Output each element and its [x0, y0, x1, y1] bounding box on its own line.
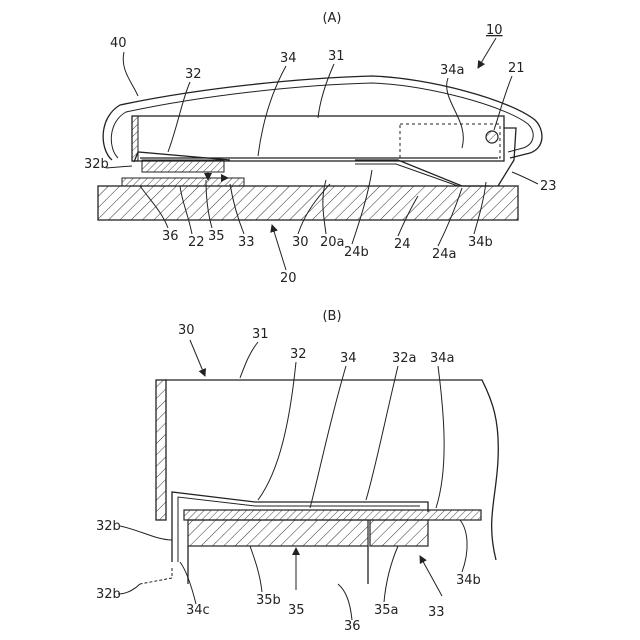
- lever-24b: [355, 164, 458, 186]
- label-a-10: 10: [486, 23, 503, 38]
- dashed-region: [400, 124, 500, 158]
- label-b-32: 32: [290, 347, 307, 362]
- label-b-32b-2: 32b: [96, 587, 121, 602]
- label-b-31: 31: [252, 327, 269, 342]
- label-a-32b: 32b: [84, 157, 109, 172]
- housing-31-b-wall: [156, 380, 166, 520]
- shaft-21: [486, 131, 498, 143]
- housing-31: [132, 116, 504, 161]
- component-35: [142, 160, 224, 172]
- label-a-20a: 20a: [320, 235, 345, 250]
- label-a-35: 35: [208, 229, 225, 244]
- label-b-36: 36: [344, 619, 361, 634]
- label-a-40: 40: [110, 36, 127, 51]
- label-a-23: 23: [540, 179, 557, 194]
- label-a-22: 22: [188, 235, 205, 250]
- label-a-34: 34: [280, 51, 297, 66]
- label-a-24: 24: [394, 237, 411, 252]
- element-36: [188, 546, 368, 584]
- label-b-34c: 34c: [186, 603, 210, 618]
- label-a-30: 30: [292, 235, 309, 250]
- label-a-24a: 24a: [432, 247, 457, 262]
- label-b-35a: 35a: [374, 603, 399, 618]
- label-b-32b-1: 32b: [96, 519, 121, 534]
- figure-b-caption: (B): [322, 309, 341, 324]
- label-a-21: 21: [508, 61, 525, 76]
- board-34-b: [184, 510, 481, 520]
- spring-32b-alt: [140, 568, 172, 584]
- label-a-34a: 34a: [440, 63, 465, 78]
- label-a-34b: 34b: [468, 235, 493, 250]
- label-b-35: 35: [288, 603, 305, 618]
- label-b-34b: 34b: [456, 573, 481, 588]
- label-a-32: 32: [185, 67, 202, 82]
- figure-a-caption: (A): [322, 11, 341, 26]
- cover-40: [103, 76, 542, 160]
- figure-b: (B) 30 31 32 34 32a 34a 32b 32b 34c 35b …: [96, 309, 498, 634]
- label-b-32a: 32a: [392, 351, 417, 366]
- label-b-30: 30: [178, 323, 195, 338]
- label-a-24b: 24b: [344, 245, 369, 260]
- component-35a: [370, 520, 428, 546]
- arrow-33-b: [420, 556, 442, 596]
- label-b-35b: 35b: [256, 593, 281, 608]
- label-a-31: 31: [328, 49, 345, 64]
- component-36: [122, 178, 244, 186]
- label-a-20: 20: [280, 271, 297, 286]
- label-b-33: 33: [428, 605, 445, 620]
- label-b-34a: 34a: [430, 351, 455, 366]
- component-35b: [188, 520, 368, 546]
- label-a-33: 33: [238, 235, 255, 250]
- label-b-34: 34: [340, 351, 357, 366]
- figure-a: (A) 40 32 34 31 34a 10 21 32: [84, 11, 557, 286]
- label-a-36: 36: [162, 229, 179, 244]
